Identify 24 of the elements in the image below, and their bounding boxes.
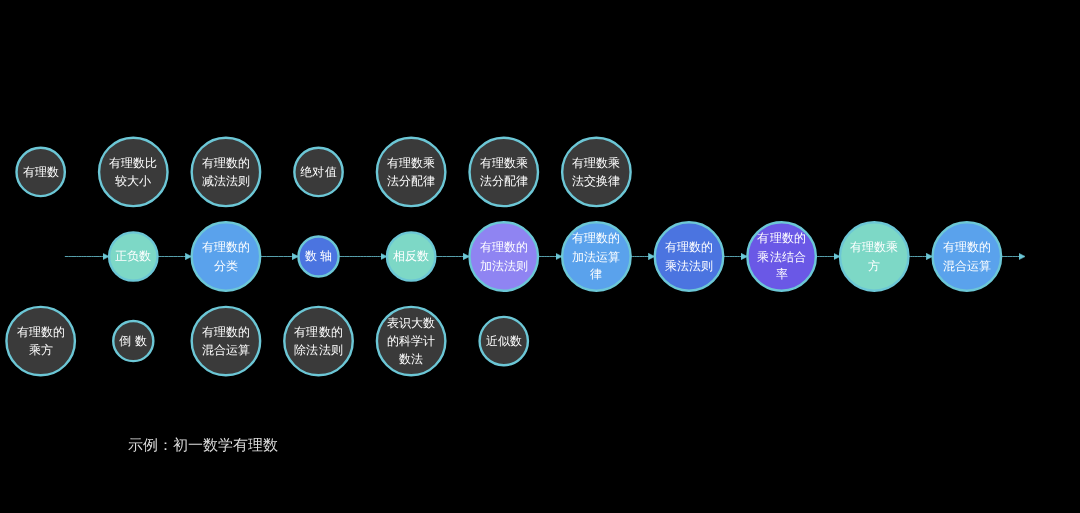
node-circle: [293, 146, 344, 198]
node-circle: [97, 136, 169, 208]
node-circle: [190, 136, 262, 208]
node-circle: [375, 305, 447, 377]
node-circle: [478, 315, 530, 367]
node-circle: [107, 231, 159, 282]
node-circle: [283, 305, 354, 377]
node-circle: [746, 221, 818, 292]
node-circle: [838, 221, 910, 292]
node-circle: [468, 136, 540, 208]
node-circle: [468, 221, 540, 292]
node-circle: [15, 146, 67, 198]
node-circle: [112, 319, 155, 363]
node-circle: [560, 221, 632, 292]
node-circle: [931, 221, 1003, 292]
node-circle: [375, 136, 447, 208]
caption-note: 示例：初一数学有理数: [128, 436, 278, 455]
node-circle: [297, 235, 340, 278]
node-circle: [190, 305, 262, 377]
node-circle: [385, 231, 437, 282]
node-circle: [5, 305, 77, 377]
node-circle: [653, 221, 725, 292]
node-circle: [560, 136, 632, 208]
node-circle: [190, 221, 262, 292]
